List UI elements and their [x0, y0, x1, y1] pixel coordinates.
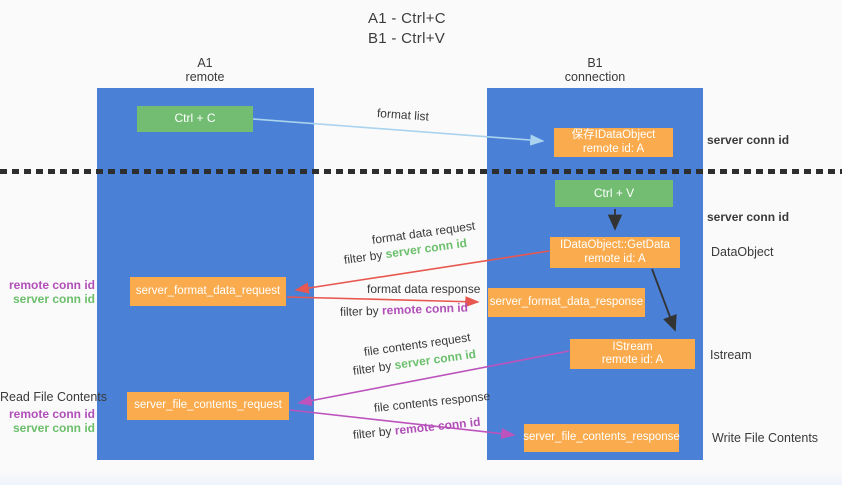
remote-conn-id-label: remote conn id — [8, 407, 95, 421]
read-file-contents-label: Read File Contents — [0, 390, 108, 404]
remote-conn-id-text: remote conn id — [381, 300, 469, 318]
ctrl-v-label: Ctrl + V — [593, 185, 635, 200]
idataobject-getdata-node: IDataObject::GetData remote id: A — [550, 237, 680, 268]
server-format-data-request-node: server_format_data_request — [130, 277, 286, 306]
format-list-label: format list — [376, 106, 430, 124]
server-conn-id-label: server conn id — [12, 421, 95, 435]
left-format-conn-id-labels: remote conn id server conn id — [0, 278, 95, 306]
lifeline-a1-role: remote — [185, 70, 225, 84]
format-data-response-filter-label: filter by remote conn id — [340, 301, 468, 319]
diagram-title: A1 - Ctrl+C B1 - Ctrl+V — [368, 9, 446, 49]
filter-by-text: filter by — [343, 247, 387, 267]
lifeline-b1-name: B1 — [587, 56, 603, 70]
ctrl-v-node: Ctrl + V — [555, 180, 673, 207]
istream-node: IStream remote id: A — [570, 339, 695, 369]
istream-side-label: Istream — [710, 348, 752, 362]
lifeline-header-a1: A1 remote — [150, 56, 260, 84]
istream-line2: remote id: A — [601, 354, 664, 366]
server-format-data-response-node: server_format_data_response — [488, 288, 645, 317]
dataobject-label: DataObject — [711, 245, 774, 259]
server-file-contents-request-node: server_file_contents_request — [127, 392, 289, 420]
server-conn-id-label-mid: server conn id — [707, 210, 790, 224]
section-divider-dotted-line — [0, 169, 842, 174]
server-file-contents-request-label: server_file_contents_request — [134, 399, 282, 412]
read-file-contents-label-block: Read File Contents — [0, 390, 108, 404]
server-format-data-request-label: server_format_data_request — [135, 284, 281, 297]
filter-by-text: filter by — [352, 423, 396, 442]
server-file-contents-response-label: server_file_contents_response — [523, 431, 680, 444]
filter-by-text: filter by — [339, 303, 383, 319]
getdata-line1: IDataObject::GetData — [560, 239, 670, 251]
remote-conn-id-text: remote conn id — [394, 414, 482, 438]
format-data-response-label: format data response — [367, 282, 481, 296]
save-idataobject-line2: remote id: A — [582, 142, 645, 155]
save-idataobject-node: 保存IDataObject remote id: A — [554, 128, 673, 157]
server-file-contents-response-node: server_file_contents_response — [523, 424, 680, 452]
server-conn-id-label-top: server conn id — [707, 133, 790, 147]
lifeline-b1-role: connection — [564, 70, 626, 84]
server-conn-id-label: server conn id — [12, 292, 95, 306]
ctrl-c-label: Ctrl + C — [174, 111, 216, 126]
remote-conn-id-label: remote conn id — [8, 278, 95, 292]
file-contents-response-label: file contents response — [373, 388, 491, 415]
getdata-line2: remote id: A — [584, 252, 646, 265]
file-contents-response-filter-label: filter by remote conn id — [352, 415, 481, 442]
left-file-conn-id-labels: remote conn id server conn id — [0, 407, 95, 435]
server-format-data-response-label: server_format_data_response — [489, 295, 644, 308]
write-file-contents-label: Write File Contents — [712, 431, 819, 445]
title-line-2: B1 - Ctrl+V — [368, 30, 446, 47]
lifeline-header-b1: B1 connection — [540, 56, 650, 84]
title-line-1: A1 - Ctrl+C — [368, 10, 446, 27]
istream-line1: IStream — [612, 340, 653, 353]
lifeline-a1-name: A1 — [197, 56, 213, 70]
ctrl-c-node: Ctrl + C — [137, 106, 253, 132]
filter-by-text: filter by — [352, 358, 396, 378]
save-idataobject-line1: 保存IDataObject — [571, 129, 656, 141]
